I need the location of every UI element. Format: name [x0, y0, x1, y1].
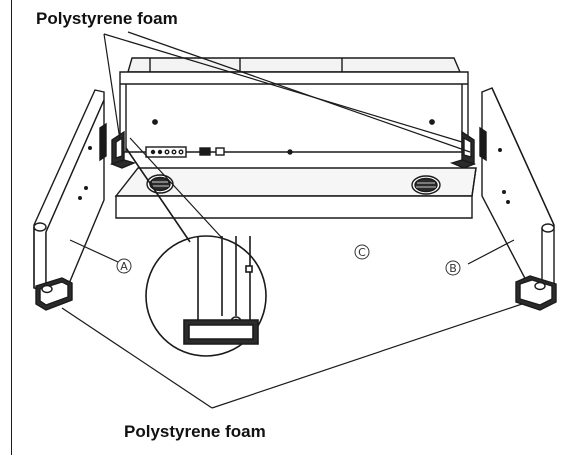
leader-bottom-left [61, 307, 213, 409]
leader-top-left [103, 33, 121, 141]
side-panel-b [479, 87, 555, 289]
detail-magnifier [125, 137, 267, 357]
marker-a: A [116, 258, 132, 274]
foam-label-bottom: Polystyrene foam [124, 422, 266, 441]
marker-b: B [445, 260, 461, 276]
marker-a-label: A [120, 260, 128, 273]
leader-lines [61, 31, 523, 409]
marker-c: C [354, 244, 370, 260]
foam-bottom-right [515, 275, 557, 311]
foam-label-top: Polystyrene foam [36, 9, 178, 28]
leader-top-right [103, 33, 463, 143]
leader-marker-a [69, 239, 119, 263]
leader-top-right-2 [127, 31, 471, 153]
leader-marker-b [467, 239, 515, 265]
leader-bottom-right [211, 303, 523, 409]
marker-c-label: C [358, 246, 366, 259]
side-panel-a [33, 89, 107, 291]
frame-left-rule [11, 0, 12, 455]
piano-body [119, 57, 469, 158]
foam-bottom-left [35, 277, 73, 311]
speaker-box-c [114, 167, 477, 219]
marker-b-label: B [449, 262, 457, 275]
